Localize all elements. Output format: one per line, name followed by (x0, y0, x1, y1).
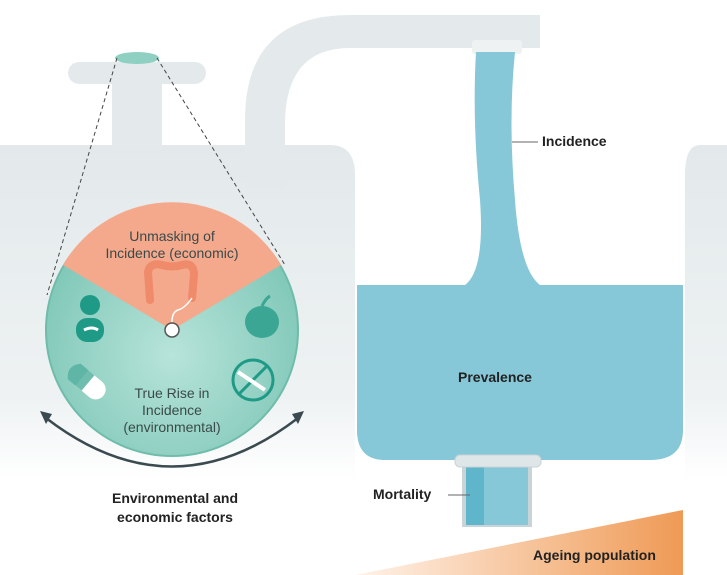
water (357, 52, 683, 527)
faucet-knob (68, 52, 206, 150)
faucet-spout (245, 15, 540, 190)
environmental-label-line3: (environmental) (123, 419, 221, 435)
economic-label-line1: Unmasking of (129, 228, 215, 244)
factors-label-line2: economic factors (117, 509, 233, 525)
environmental-label-line2: Incidence (142, 402, 202, 418)
factors-circle (45, 202, 299, 457)
zoom-line-right (156, 57, 286, 266)
prevalence-label: Prevalence (458, 369, 532, 385)
zoom-line-left (46, 57, 118, 296)
ageing-population-wedge (355, 510, 683, 575)
no-smoking-icon (231, 358, 275, 402)
factors-arrow (40, 411, 304, 468)
economic-label-line2: Incidence (economic) (105, 245, 239, 261)
incidence-label: Incidence (542, 133, 607, 149)
factors-label: Environmental and economic factors (90, 489, 260, 527)
apple-icon (245, 294, 279, 338)
mortality-label: Mortality (373, 486, 432, 502)
mother-child-icon (76, 295, 104, 342)
factors-label-line1: Environmental and (111, 490, 239, 506)
environmental-label-line1: True Rise in (134, 385, 210, 401)
ageing-population-label: Ageing population (533, 547, 656, 563)
colon-icon (143, 260, 199, 304)
faucet-nozzle (472, 40, 522, 54)
pill-icon (67, 363, 106, 400)
economic-label: Unmasking of Incidence (economic) (92, 228, 252, 262)
environmental-label: True Rise in Incidence (environmental) (102, 385, 242, 436)
